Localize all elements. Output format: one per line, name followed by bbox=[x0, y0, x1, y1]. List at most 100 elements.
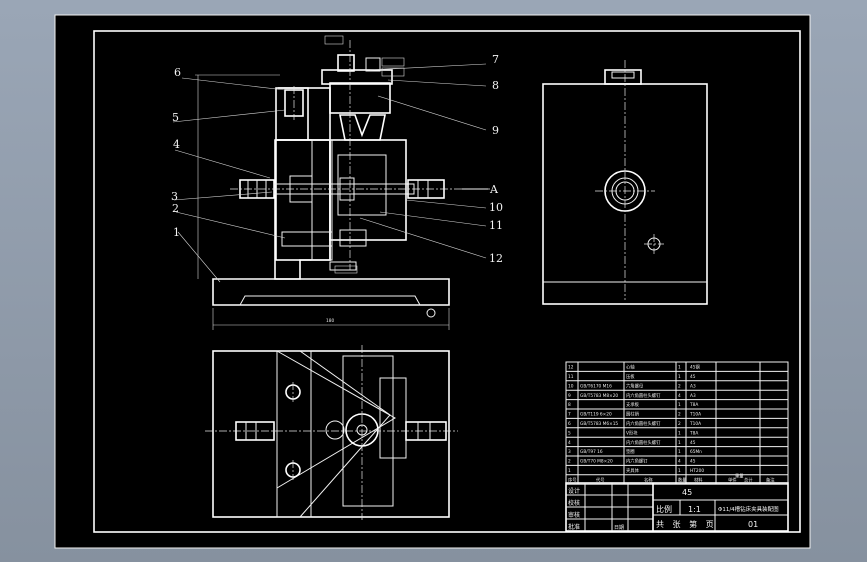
bom-cell: GB/T70 M8×20 bbox=[580, 459, 613, 465]
bom-cell: 支承板 bbox=[626, 401, 640, 408]
balloon-11: 11 bbox=[489, 219, 503, 232]
bom-cell: 内六角圆柱头螺钉 bbox=[626, 392, 661, 399]
tb-drawing-no: 01 bbox=[748, 520, 758, 529]
tb-scale: 1:1 bbox=[688, 505, 701, 514]
tb-date: 日期 bbox=[614, 525, 624, 531]
bom-header-cell: 材料 bbox=[694, 476, 703, 483]
bom-cell: 1 bbox=[678, 365, 681, 371]
base-plate bbox=[212, 278, 450, 306]
bom-cell: GB/T97 16 bbox=[580, 449, 603, 455]
bom-cell: 4 bbox=[678, 459, 681, 465]
support-plate bbox=[321, 69, 393, 85]
section-label: A bbox=[489, 183, 499, 196]
bom-cell: 4 bbox=[568, 440, 571, 446]
bom-cell: 12 bbox=[568, 365, 574, 371]
tb-check: 校核 bbox=[568, 499, 580, 507]
bom-cell: 5 bbox=[568, 430, 571, 436]
tb-design: 设计 bbox=[568, 487, 580, 495]
bom-cell: 9 bbox=[568, 393, 571, 399]
bom-cell: 六角螺母 bbox=[626, 382, 644, 389]
bom-cell: 3 bbox=[568, 449, 571, 455]
bom-cell: A3 bbox=[690, 383, 696, 389]
title-block bbox=[565, 482, 789, 532]
bom-header-cell: 代号 bbox=[596, 476, 605, 483]
bom-cell: 1 bbox=[678, 440, 681, 446]
bom-header-cell: 名称 bbox=[644, 476, 653, 483]
bom-cell: 45 bbox=[690, 459, 696, 465]
bom-cell: 夹具体 bbox=[626, 467, 640, 474]
bom-cell: 内六角圆柱头螺钉 bbox=[626, 420, 661, 427]
balloon-4: 4 bbox=[173, 138, 180, 151]
bom-cell: 压板 bbox=[626, 373, 635, 380]
bom-cell: 2 bbox=[678, 383, 681, 389]
bom-cell: GB/T5783 M6×15 bbox=[580, 421, 618, 427]
inner-border bbox=[93, 30, 801, 533]
bom-cell: 内六角螺钉 bbox=[626, 458, 648, 465]
balloon-6: 6 bbox=[174, 66, 181, 79]
bom-cell: T10A bbox=[689, 412, 701, 418]
bom-cell: T10A bbox=[689, 421, 701, 427]
bom-cell: 65Mn bbox=[690, 449, 702, 455]
bom-cell: A3 bbox=[690, 393, 696, 399]
dim-width: 180 bbox=[326, 318, 334, 324]
bom-cell: 45 bbox=[690, 440, 696, 446]
bom-cell: 4 bbox=[678, 393, 681, 399]
bom-cell: V形块 bbox=[626, 429, 638, 436]
tb-approve: 批准 bbox=[568, 523, 580, 531]
balloon-7: 7 bbox=[492, 53, 499, 66]
bom-cell: 7 bbox=[568, 412, 571, 418]
bom-cell: 45 bbox=[690, 374, 696, 380]
bom-header-cell: 总计 bbox=[744, 476, 753, 483]
front-section-view: A 180 bbox=[195, 35, 499, 330]
bom-cell: 2 bbox=[678, 421, 681, 427]
tb-sheets: 共 张 第 页 bbox=[656, 519, 717, 529]
bom-cell: 心轴 bbox=[626, 364, 635, 371]
balloon-1: 1 bbox=[173, 226, 180, 239]
bom-header-cell: 数量 bbox=[678, 476, 687, 483]
bom-cell: 圆柱销 bbox=[626, 411, 640, 418]
balloon-10: 10 bbox=[489, 201, 503, 214]
bom-cell: 10 bbox=[568, 383, 574, 389]
bom-cell: 2 bbox=[678, 412, 681, 418]
side-view bbox=[542, 60, 708, 305]
bom-cell: 垫圈 bbox=[626, 448, 635, 455]
bom-cell: 内六角圆柱头螺钉 bbox=[626, 439, 661, 446]
balloon-9: 9 bbox=[492, 124, 499, 137]
balloon-3: 3 bbox=[171, 190, 178, 203]
bom-frame bbox=[565, 361, 789, 485]
outer-border bbox=[54, 14, 811, 549]
balloon-leaders bbox=[172, 63, 487, 283]
bom-cell: 1 bbox=[568, 468, 571, 474]
bom-cell: 2 bbox=[568, 459, 571, 465]
bom-header-mass: 重量 bbox=[735, 472, 744, 479]
tb-material: 45 bbox=[682, 488, 692, 497]
bom-cell: GB/T6170 M16 bbox=[580, 383, 612, 389]
bom-cell: 1 bbox=[678, 402, 681, 408]
bom-cell: 1 bbox=[678, 374, 681, 380]
bom-cell: 6 bbox=[568, 421, 571, 427]
bom-cell: T8A bbox=[689, 402, 698, 408]
bom-cell: 8 bbox=[568, 402, 571, 408]
bom-header-cell: 序号 bbox=[568, 476, 577, 483]
balloon-2: 2 bbox=[172, 202, 179, 215]
balloon-5: 5 bbox=[172, 111, 179, 124]
bom-cell: 1 bbox=[678, 430, 681, 436]
tb-review: 审核 bbox=[568, 511, 580, 519]
tb-title: Φ11/4槽钻床夹具装配图 bbox=[718, 505, 779, 513]
bom-cell: GB/T119 6×20 bbox=[580, 412, 612, 418]
bom-cell: 11 bbox=[568, 374, 574, 380]
tb-scale-label: 比例 bbox=[656, 504, 672, 514]
balloon-12: 12 bbox=[489, 252, 503, 265]
bom-header-cell: 备注 bbox=[766, 476, 775, 483]
balloon-8: 8 bbox=[492, 79, 499, 92]
bom-cell: 1 bbox=[678, 449, 681, 455]
bom-cell: GB/T5783 M8×20 bbox=[580, 393, 618, 399]
bom-cell: T8A bbox=[689, 430, 698, 436]
bom-cell: HT200 bbox=[690, 468, 704, 474]
top-view bbox=[205, 345, 458, 520]
bom-header-cell: 单件 bbox=[728, 476, 737, 483]
bom-cell: 45钢 bbox=[690, 364, 700, 371]
bom-cell: 1 bbox=[678, 468, 681, 474]
